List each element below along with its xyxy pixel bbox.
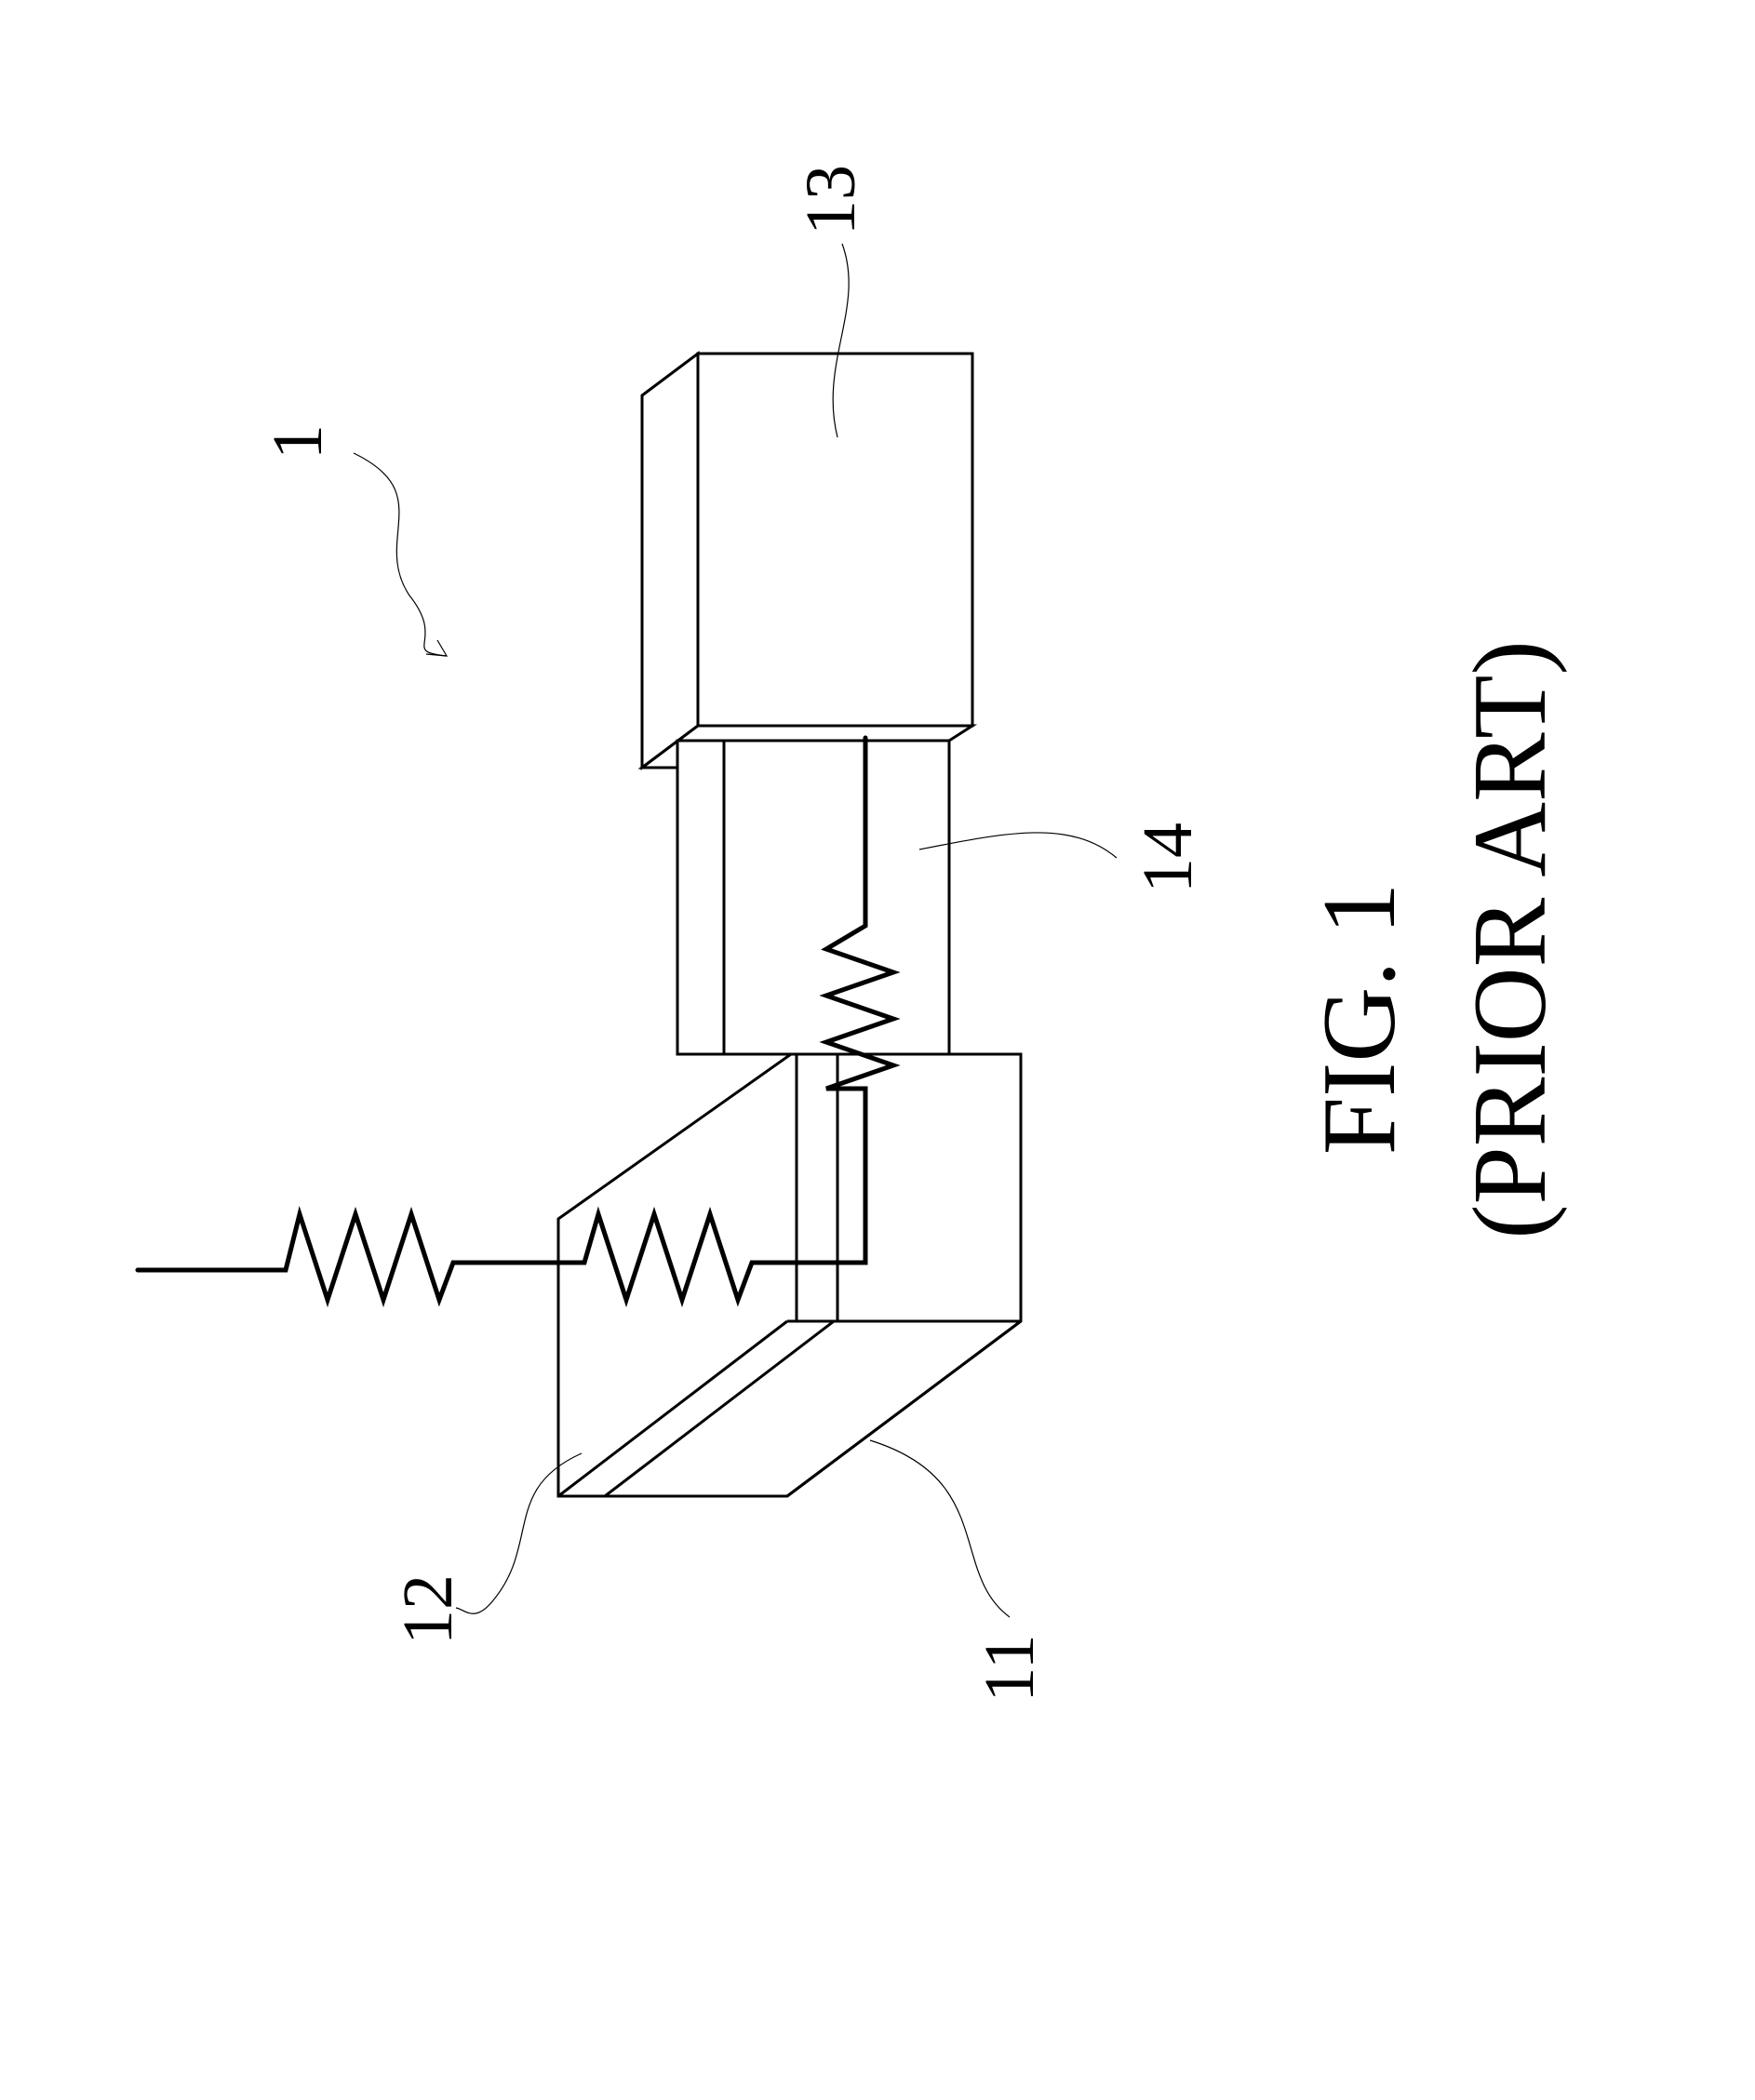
ref-13: 13 bbox=[792, 165, 870, 235]
bar-14 bbox=[677, 733, 949, 1054]
ref-14: 14 bbox=[1129, 823, 1207, 893]
leader-1-arrow bbox=[354, 453, 447, 656]
leader-11 bbox=[870, 1440, 1010, 1617]
ref-1: 1 bbox=[259, 424, 337, 460]
leader-1-arrowhead bbox=[426, 640, 447, 656]
ref-11: 11 bbox=[971, 1634, 1049, 1702]
figure-caption: FIG. 1 bbox=[1302, 883, 1417, 1155]
prior-art-note: (PRIOR ART) bbox=[1453, 640, 1568, 1239]
ref-12: 12 bbox=[389, 1574, 467, 1645]
layer-12 bbox=[558, 1054, 1021, 1496]
block-13 bbox=[642, 354, 972, 768]
